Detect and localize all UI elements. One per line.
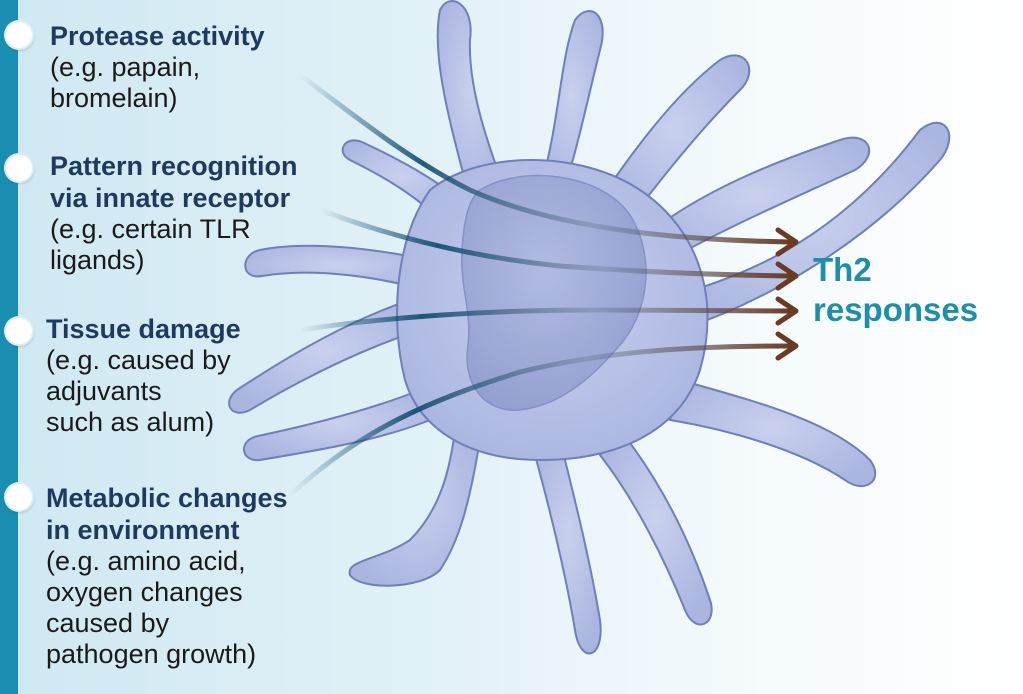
factor-example: (e.g. certain TLR ligands) [50,214,251,275]
factor-tissue-damage: Tissue damage (e.g. caused by adjuvants … [46,313,241,438]
bullet-dot [6,22,32,48]
bullet-dot [6,318,32,344]
side-accent-bar [0,0,18,694]
factor-title: Pattern recognition via innate receptor [50,151,298,213]
factor-protease-activity: Protease activity (e.g. papain, bromelai… [50,20,265,114]
signal-arrow-tissue-damage [297,307,793,333]
arrow-head-1 [775,227,799,257]
factor-title: Protease activity [50,21,265,51]
signal-arrow-protease [297,72,793,245]
factor-title: Metabolic changes in environment [46,483,288,545]
signal-arrow-metabolic [287,343,793,498]
factor-example: (e.g. papain, bromelain) [50,52,201,113]
factor-metabolic-changes: Metabolic changes in environment (e.g. a… [46,482,288,670]
arrow-heads [775,227,799,361]
arrow-head-4 [775,331,799,361]
arrow-head-3 [775,296,799,326]
cell-nucleus [461,174,647,411]
bullet-dot [6,484,32,510]
bullet-dot [6,155,32,181]
factor-pattern-recognition: Pattern recognition via innate receptor … [50,150,298,276]
arrow-head-2 [775,261,799,291]
factor-example: (e.g. amino acid, oxygen changes caused … [46,546,257,669]
cell-dendrites [228,0,951,655]
factor-example: (e.g. caused by adjuvants such as alum) [46,345,231,437]
signal-arrows [287,72,793,498]
factor-title: Tissue damage [46,314,241,344]
signal-arrow-pattern-recognition [317,207,793,279]
output-label-th2-responses: Th2 responses [813,251,979,328]
